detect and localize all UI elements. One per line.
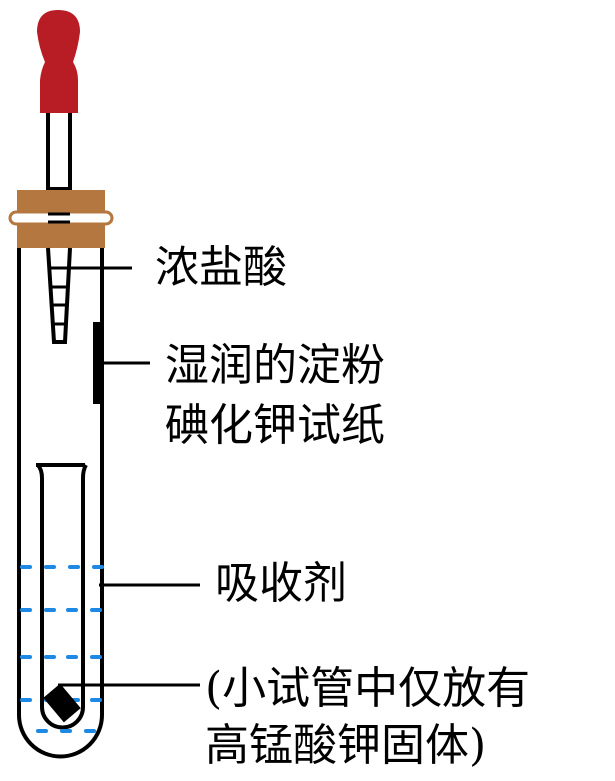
dropper-tube (46, 113, 72, 191)
inner-test-tube (36, 463, 88, 730)
label-absorbent: 吸收剂 (215, 558, 347, 609)
kmno4-solid (43, 683, 81, 723)
dropper-tip (46, 247, 72, 344)
label-paper-line1: 湿润的淀粉 (165, 340, 385, 391)
label-note-line1: (小试管中仅放有 (205, 663, 530, 714)
starch-ki-paper (93, 322, 104, 404)
rubber-band (8, 210, 114, 226)
label-hcl: 浓盐酸 (155, 242, 287, 293)
absorbent-liquid (20, 565, 104, 733)
label-paper-line2: 碘化钾试纸 (165, 400, 385, 451)
dropper-bulb (37, 10, 80, 113)
outer-test-tube (17, 248, 104, 759)
label-note-line2: 高锰酸钾固体) (205, 720, 486, 771)
